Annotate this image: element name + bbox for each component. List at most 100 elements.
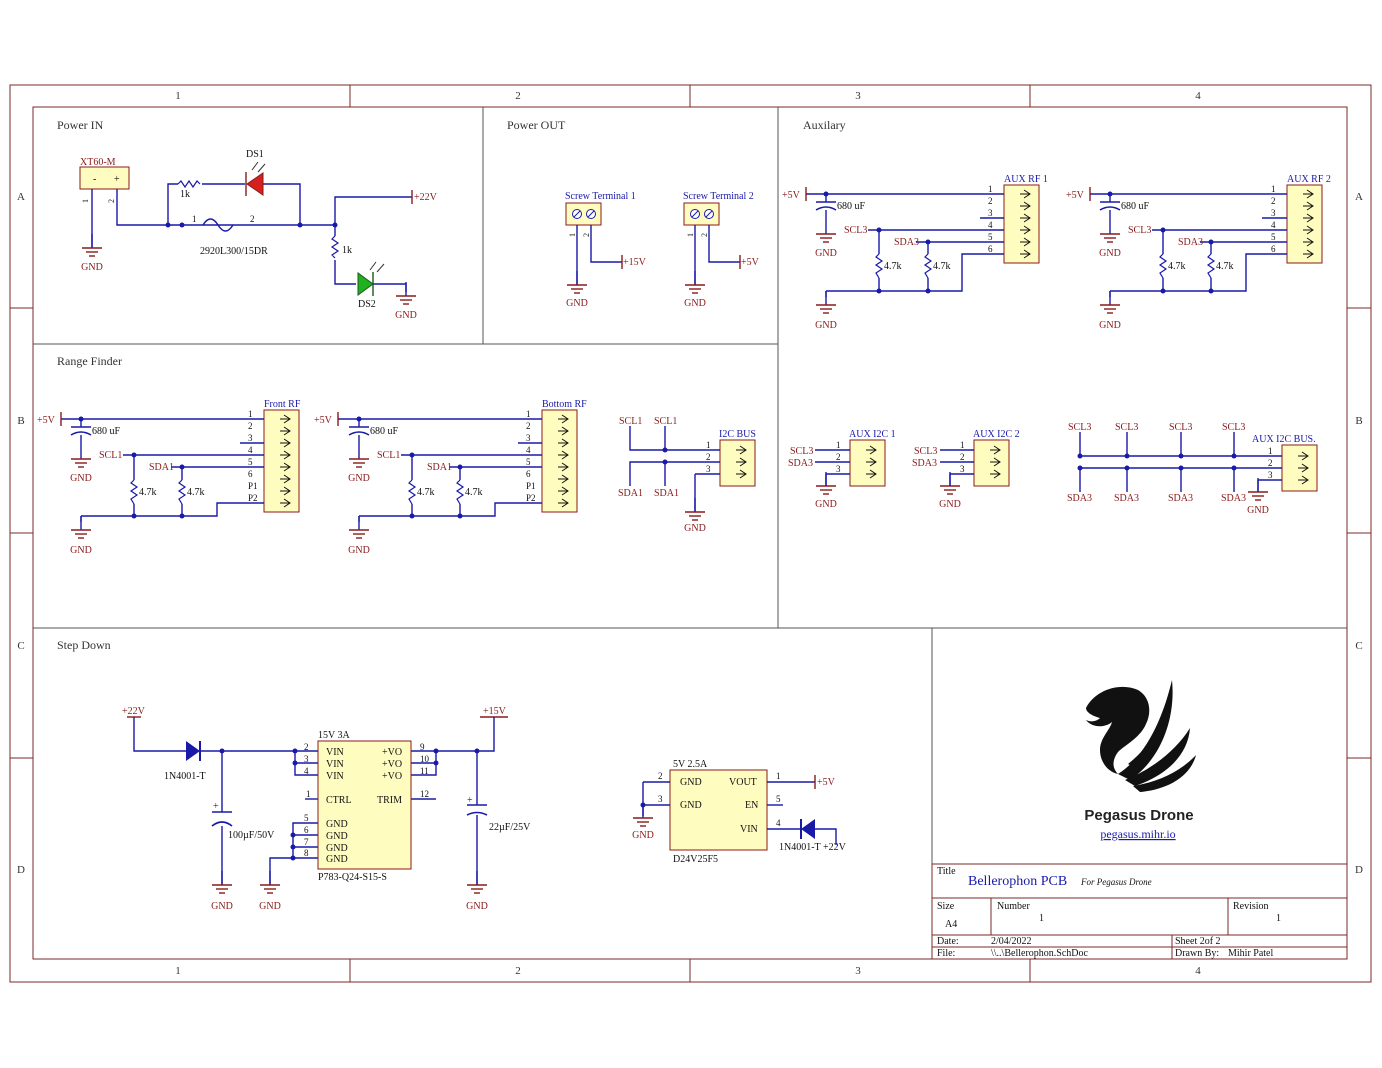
bottom-rf-sda: SDA1 [427,462,452,473]
rail-22v: +22V [414,192,438,203]
aux-bus-sda-2: SDA3 [1114,493,1139,504]
sd-diode-label: 1N4001-T [164,771,206,782]
tb-size: A4 [945,919,957,930]
st2-5v: +5V [741,257,760,268]
d24v25f5-module [669,769,768,851]
tb-drawn: Mihir Patel [1228,948,1273,959]
tb-number-label: Number [997,901,1030,912]
sd-reg-gnd4: GND [326,854,348,865]
aux-bus-sda-4: SDA3 [1221,493,1246,504]
aux-rf-2-pin-arrow [1303,201,1314,211]
aux-rf-2-pin-arrow [1303,237,1314,247]
screw-terminal-2-label: Screw Terminal 2 [683,191,754,202]
front-rf-gnd-bottom: GND [70,545,92,556]
front-rf-wires [61,418,264,517]
bottom-rf-pin-arrow [558,498,569,508]
aux-i2c-2-pin2: 2 [960,452,965,462]
aux-rf-1-pin-1: 1 [988,184,993,194]
aux-rf-1-cap-label: 680 uF [837,201,866,212]
r2-label: 1k [342,245,352,256]
reg2-pin-4: 4 [776,818,781,828]
sd-reg-gnd2: GND [326,831,348,842]
front-rf-pin-1: 1 [248,409,253,419]
front-rf-label: Front RF [264,399,301,410]
front-rf-pin-4: 4 [248,445,253,455]
tb-number: 1 [1039,913,1044,924]
xt60-plus: + [114,174,120,185]
reg2-en: EN [745,800,758,811]
row-label-a: A [17,191,25,203]
xt60-minus: - [93,174,96,185]
gnd-label-aux-i2c-2: GND [939,499,961,510]
bottom-rf-pin-arrow [558,486,569,496]
aux-rf-2-pullup-1 [1158,253,1168,279]
i2c-scl1-b: SCL1 [654,416,677,427]
aux-rf-1-pin-arrow [1020,189,1031,199]
aux-i2c-2-connector [973,439,1010,487]
pegasus-horse-icon [1086,680,1196,792]
gnd-label-aux-bus: GND [1247,505,1269,516]
i2c-bus-circuit: I2C BUS 1 2 3 SCL1 SCL1 SDA1 SDA1 GND [618,416,756,534]
front-rf-r2-label: 4.7k [187,487,205,498]
i2c-bus-pin3: 3 [706,464,711,474]
aux-rf-2-pin-arrow [1303,189,1314,199]
sd-reg-gnd1: GND [326,819,348,830]
aux-rf-1-gnd-bottom: GND [815,320,837,331]
st1-pin1: 1 [568,233,577,237]
aux-rf-1-pullup-1 [874,253,884,279]
st1-15v: +15V [623,257,647,268]
bottom-rf-pin-1: 1 [526,409,531,419]
aux-i2c-2-scl: SCL3 [914,446,937,457]
sd-reg-vin3: VIN [326,771,344,782]
bottom-rf-cap-label: 680 uF [370,426,399,437]
sd-pin-11: 11 [420,766,429,776]
bottom-rf-pin-arrow [558,426,569,436]
row-label-d: D [17,864,25,876]
reg2-name: D24V25F5 [673,854,718,865]
aux-rf-2-5v: +5V [1066,190,1085,201]
bottom-rf-connector [541,409,578,513]
sd-reg-vo2: +VO [382,759,402,770]
reg2-pin-2: 2 [658,771,663,781]
bottom-rf-pullup-2 [455,479,465,505]
front-rf-connector [263,409,300,513]
row-label-c-right: C [1355,640,1362,652]
sd-regulator [317,740,412,870]
reg2-5v-label: +5V [817,777,836,788]
sd-gnd-3: GND [466,901,488,912]
aux-rf-2-pin-1: 1 [1271,184,1276,194]
logo-url[interactable]: pegasus.mihr.io [1100,827,1175,841]
tb-date-label: Date: [937,936,959,947]
sd-pin-9: 9 [420,742,425,752]
i2c-scl1-a: SCL1 [619,416,642,427]
aux-rf-2-pin-4: 4 [1271,220,1276,230]
gnd-label-ds2: GND [395,310,417,321]
power-in-circuit: XT60-M - + 1 2 GND 1k DS1 1 2 2920L300/1… [79,149,438,321]
gnd-label-st2: GND [684,298,706,309]
tb-sheet: Sheet 2of 2 [1175,936,1221,947]
power-out-circuit: Screw Terminal 1 1 2 +15V GND Screw Term… [565,191,760,309]
front-rf-pin-arrow [280,474,291,484]
front-rf-5v: +5V [37,415,56,426]
bottom-rf-5v: +5V [314,415,333,426]
reg2-pin-3: 3 [658,794,663,804]
sd-22v-label: +22V [122,706,146,717]
aux-rf-2-pin-5: 5 [1271,232,1276,242]
bottom-rf-pin-arrow [558,438,569,448]
aux-i2c-bus-pin1: 1 [1268,446,1273,456]
front-rf-sda: SDA1 [149,462,174,473]
sd-gnd-1: GND [211,901,233,912]
aux-bus-scl-4: SCL3 [1222,422,1245,433]
row-label-b-right: B [1355,415,1362,427]
sd-diode [186,741,200,761]
screw-terminal-1 [565,202,602,226]
aux-i2c-1-sda: SDA3 [788,458,813,469]
reg2-top: 5V 2.5A [673,759,708,770]
aux-rf-2-label: AUX RF 2 [1287,174,1331,185]
front-rf-pin-arrow [280,498,291,508]
aux-rf-2-pin-3: 3 [1271,208,1276,218]
svg-text:+: + [467,795,473,806]
tb-subtitle: For Pegasus Drone [1080,877,1152,887]
